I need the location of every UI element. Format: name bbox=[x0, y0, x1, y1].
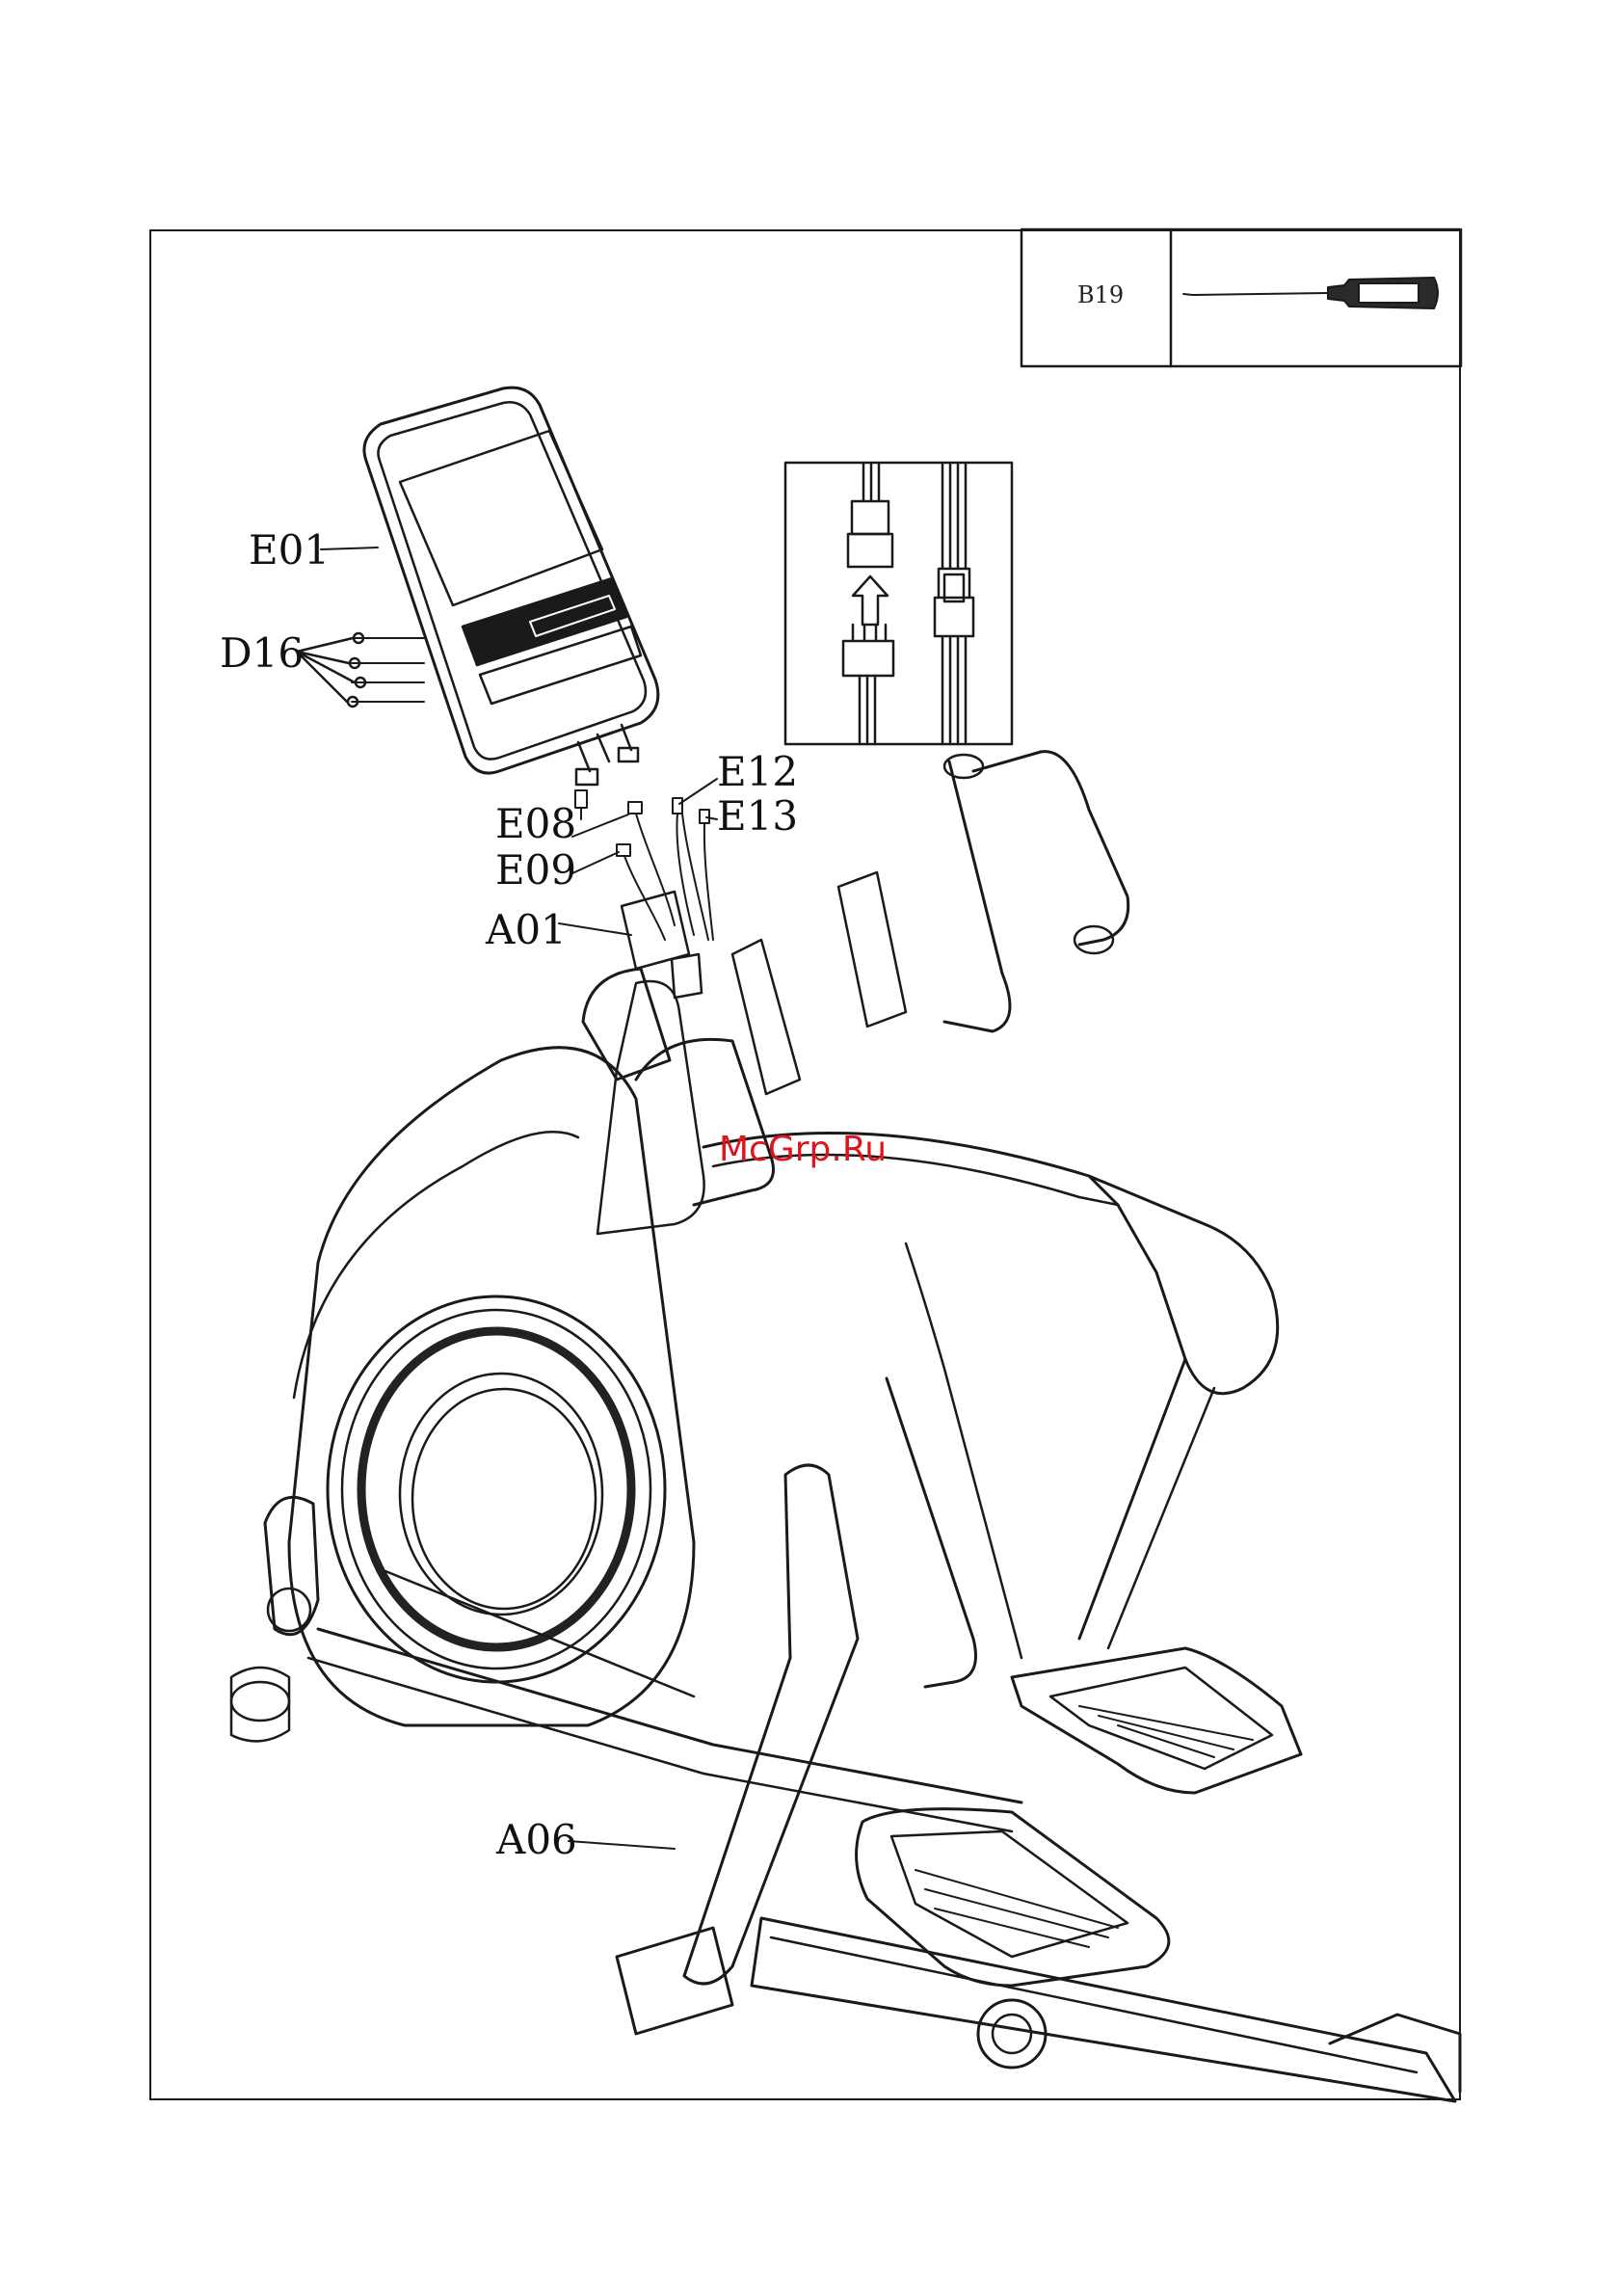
label-d16: D16 bbox=[220, 633, 304, 674]
screwdriver-icon bbox=[1183, 278, 1438, 308]
arrow-up-icon bbox=[853, 576, 888, 625]
leader-lines bbox=[321, 547, 717, 1849]
connector-detail-inset bbox=[785, 463, 1012, 744]
cables bbox=[575, 790, 713, 940]
watermark: McGrp.Ru bbox=[719, 1130, 887, 1169]
label-a01: A01 bbox=[486, 910, 567, 950]
label-e09: E09 bbox=[495, 850, 576, 891]
console-e01 bbox=[364, 387, 658, 785]
label-a06: A06 bbox=[496, 1820, 577, 1860]
screws-d16 bbox=[297, 633, 424, 707]
label-e08: E08 bbox=[495, 804, 576, 844]
label-e13: E13 bbox=[717, 796, 798, 837]
label-e01: E01 bbox=[249, 530, 330, 571]
tool-code-b19: B19 bbox=[1077, 281, 1124, 308]
label-e12: E12 bbox=[717, 752, 798, 792]
elliptical-machine bbox=[231, 752, 1460, 2101]
